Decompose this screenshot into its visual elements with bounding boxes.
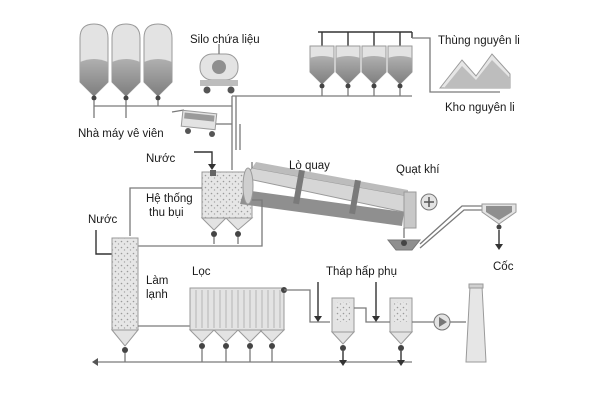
coke-hopper <box>481 203 517 250</box>
silo-icon <box>143 23 173 101</box>
water-top-pipe <box>194 151 213 166</box>
raw-store-piles <box>438 53 511 89</box>
silo-label: Silo chứa liệu <box>190 34 260 46</box>
raw-store-label: Kho nguyên li <box>445 102 515 114</box>
adsorption-tower-1 <box>330 297 356 366</box>
silo-icon <box>111 23 141 101</box>
cooling-label-2: lạnh <box>146 289 168 301</box>
pellet-plant-label: Nhà máy vê viên <box>78 128 164 140</box>
silo-icon <box>387 45 413 89</box>
chimney-icon <box>465 283 487 363</box>
silo-icon <box>79 23 109 101</box>
cooling-tower <box>110 237 140 362</box>
cooling-label-1: Làm <box>146 275 168 287</box>
water-left-label: Nước <box>88 214 118 226</box>
tank-truck-icon <box>199 44 239 94</box>
fan-label: Quạt khí <box>396 164 440 176</box>
dust-system-label-2: thu bụi <box>149 207 184 219</box>
adsorption-tower-label: Tháp hấp phụ <box>326 266 397 278</box>
silo-icon <box>361 45 387 89</box>
product-discharge <box>386 205 492 251</box>
silo-icon <box>335 45 361 89</box>
adsorption-tower-2 <box>388 297 414 366</box>
feed-pipe <box>231 96 241 150</box>
silo-group <box>79 23 232 118</box>
kiln-label: Lò quay <box>289 160 330 172</box>
pump-icon <box>433 313 451 331</box>
filter-unit <box>188 287 287 362</box>
raw-bin-group <box>232 31 500 97</box>
kiln-exhaust-pipe <box>231 150 253 170</box>
water-top-label: Nước <box>146 153 176 165</box>
silo-icon <box>309 45 335 89</box>
fan-icon <box>420 193 438 211</box>
rotary-kiln-icon <box>240 162 417 229</box>
dust-system-label-1: Hệ thống <box>146 193 193 205</box>
filter-label: Lọc <box>192 266 211 278</box>
conveyor-icon <box>171 109 232 137</box>
raw-bins-label: Thùng nguyên li <box>438 35 520 47</box>
coke-label: Cốc <box>493 261 514 273</box>
